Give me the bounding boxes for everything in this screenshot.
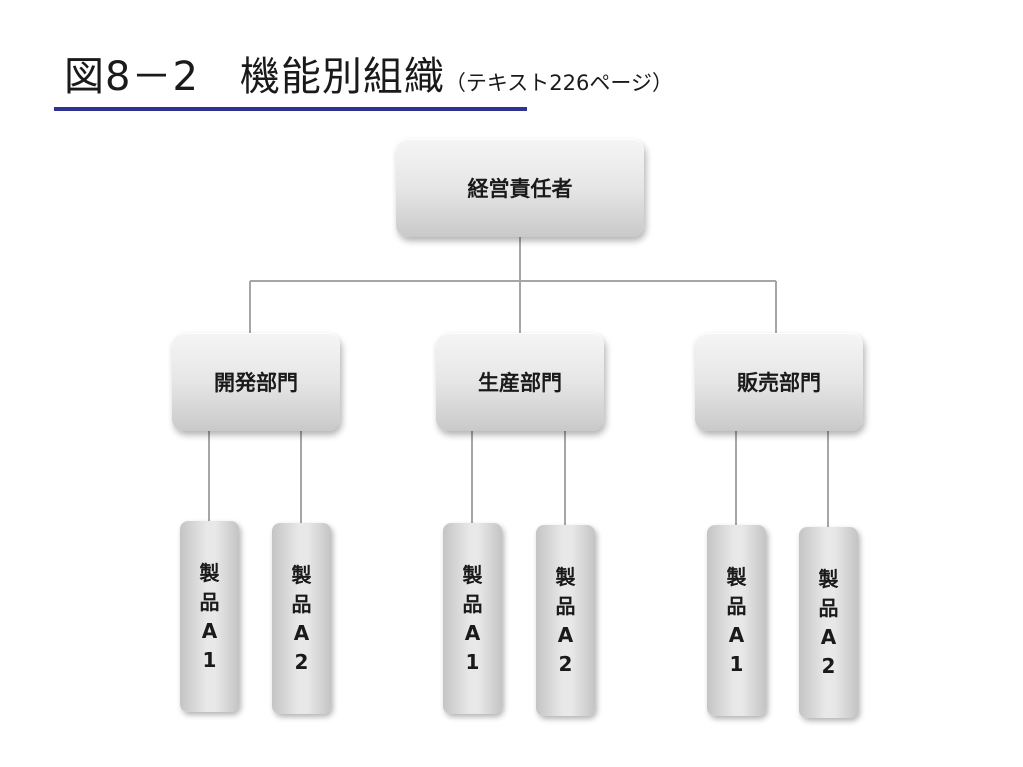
vertical-char: A	[557, 622, 574, 647]
vertical-char: 2	[821, 653, 836, 678]
vertical-char: 品	[199, 589, 220, 614]
vertical-char: 1	[202, 647, 217, 672]
vertical-char: 品	[555, 593, 576, 618]
node-dept-production: 生産部門	[436, 333, 604, 431]
title-underline	[54, 107, 527, 111]
node-dept-sales: 販売部門	[695, 333, 863, 431]
vertical-char: A	[201, 618, 218, 643]
vertical-char: 製	[555, 564, 576, 589]
vertical-char: 品	[726, 593, 747, 618]
vertical-char: 製	[726, 564, 747, 589]
page-title: 図8－2 機能別組織（テキスト226ページ）	[64, 44, 673, 102]
vertical-char: 品	[462, 591, 483, 616]
vertical-char: 1	[729, 651, 744, 676]
vertical-char: A	[820, 624, 837, 649]
vertical-char: 2	[294, 649, 309, 674]
vertical-char: 製	[291, 562, 312, 587]
title-main: 図8－2 機能別組織	[64, 54, 445, 100]
vertical-char: 品	[291, 591, 312, 616]
vertical-char: 製	[818, 566, 839, 591]
vertical-char: 品	[818, 595, 839, 620]
vertical-char: A	[728, 622, 745, 647]
vertical-char: 1	[465, 649, 480, 674]
title-subtitle: （テキスト226ページ）	[444, 71, 673, 95]
vertical-char: A	[293, 620, 310, 645]
node-executive: 経営責任者	[396, 139, 644, 237]
vertical-char: A	[464, 620, 481, 645]
node-dept-development: 開発部門	[172, 333, 340, 431]
vertical-char: 製	[462, 562, 483, 587]
vertical-char: 製	[199, 560, 220, 585]
vertical-char: 2	[558, 651, 573, 676]
